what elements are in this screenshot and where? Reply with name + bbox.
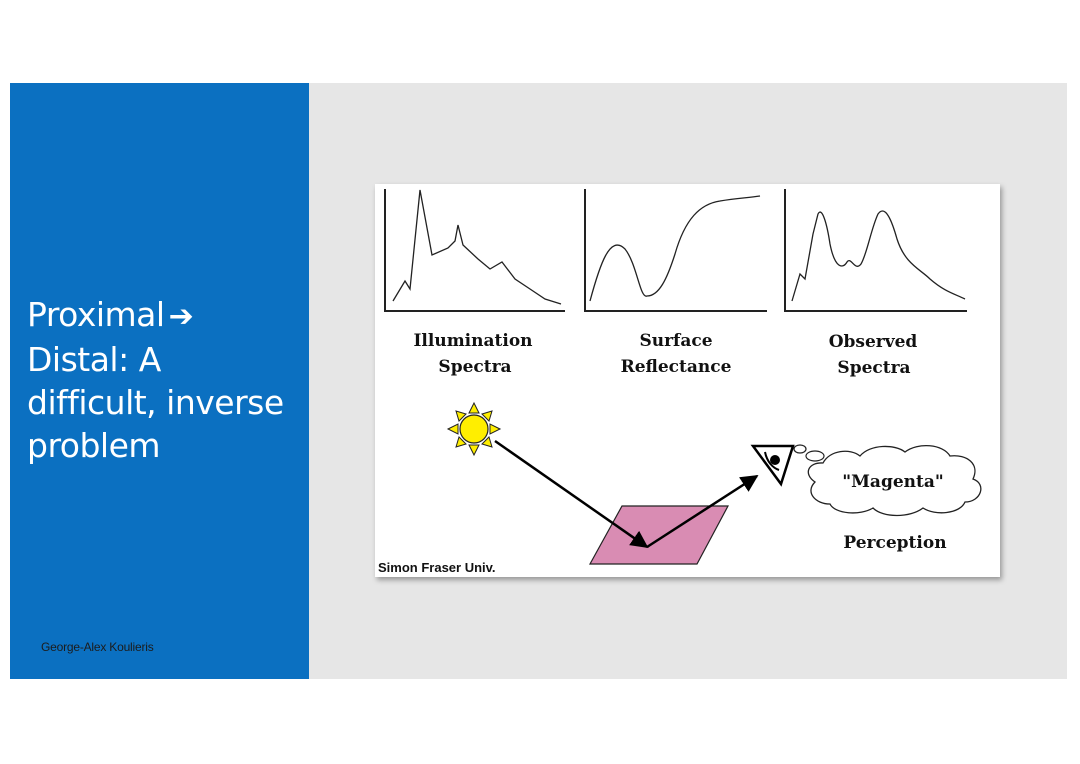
panel-label-observed-1: Observed — [829, 332, 918, 352]
arrow-right-icon: ➔ — [168, 299, 194, 334]
surface-reflectance-plot — [584, 189, 767, 312]
title-line-4: problem — [27, 426, 161, 465]
reflected-light-arrow — [646, 474, 759, 549]
slide: Proximal➔ Distal: A difficult, inverse p… — [10, 83, 1067, 679]
panel-label-surface-2: Reflectance — [621, 357, 732, 377]
plot-axes — [584, 189, 767, 312]
panel-label-illumination-1: Illumination — [413, 331, 532, 351]
panel-label-illumination-2: Spectra — [438, 357, 511, 377]
color-perception-diagram: Illumination Spectra Surface Reflectance… — [378, 189, 982, 575]
thought-cloud-icon: "Magenta" — [793, 444, 982, 517]
figure-credit: Simon Fraser Univ. — [378, 560, 496, 575]
illumination-spectra-plot — [384, 189, 565, 312]
author-footer: George-Alex Koulieris — [41, 640, 154, 654]
incident-light-arrow — [494, 439, 649, 549]
title-line-2: Distal: A — [27, 340, 161, 379]
slide-title: Proximal➔ Distal: A difficult, inverse p… — [27, 293, 297, 467]
sun-icon — [446, 401, 502, 457]
panel-label-surface-1: Surface — [639, 331, 712, 351]
observed-curve — [791, 210, 966, 302]
reflectance-curve — [589, 195, 761, 302]
plot-axes — [384, 189, 565, 312]
illumination-curve — [392, 189, 562, 305]
title-line-3: difficult, inverse — [27, 383, 284, 422]
surface-patch — [588, 505, 730, 565]
perception-label: Perception — [843, 533, 946, 553]
figure: Illumination Spectra Surface Reflectance… — [375, 184, 1000, 577]
eye-icon — [750, 444, 795, 487]
cloud-text: "Magenta" — [842, 472, 943, 492]
title-line-1: Proximal — [27, 295, 165, 334]
plot-axes — [784, 189, 967, 312]
title-panel: Proximal➔ Distal: A difficult, inverse p… — [10, 83, 309, 679]
observed-spectra-plot — [784, 189, 967, 312]
panel-label-observed-2: Spectra — [837, 358, 910, 378]
